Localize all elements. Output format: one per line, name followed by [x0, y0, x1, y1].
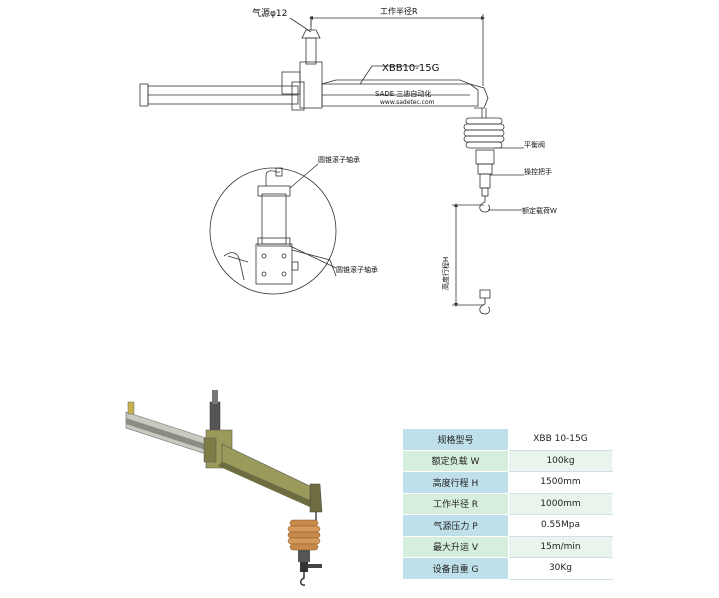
spec-key: 额定负载 W: [402, 449, 509, 472]
bearing-detail-view: [209, 163, 337, 295]
spec-key: 规格型号: [402, 428, 509, 451]
air-source-label: 气源φ12: [252, 7, 287, 19]
spec-value: 15m/min: [508, 535, 613, 558]
spec-key: 最大升运 V: [402, 535, 509, 558]
spec-value: 1500mm: [508, 471, 613, 494]
rated-load-label: 额定载荷W: [522, 206, 557, 215]
bearing-lower-label: 圆锥滚子轴承: [336, 265, 378, 274]
spec-value: 0.55Mpa: [508, 514, 613, 537]
working-radius-label: 工作半径R: [380, 6, 418, 16]
balance-valve-label: 平衡阀: [524, 140, 545, 149]
spec-key: 气源压力 P: [402, 514, 509, 537]
spec-key: 工作半径 R: [402, 492, 509, 515]
model-label: XBB10-15G: [382, 63, 439, 74]
balancer-3d-render: [125, 390, 323, 586]
balancer-line-drawing: [139, 14, 524, 315]
brand-line-1: SADE 三迪自动化: [375, 89, 431, 98]
handle-label: 操控把手: [524, 167, 552, 176]
brand-line-2: www.sadetec.com: [380, 99, 435, 106]
spec-value: XBB 10-15G: [508, 428, 613, 451]
bearing-upper-label: 圆锥滚子轴承: [318, 155, 360, 164]
spec-value: 1000mm: [508, 492, 613, 515]
spec-value: 100kg: [508, 449, 613, 472]
spec-key: 设备自重 G: [402, 557, 509, 580]
spec-key: 高度行程 H: [402, 471, 509, 494]
spec-value: 30Kg: [508, 557, 613, 580]
height-travel-label: 高度行程H: [441, 257, 450, 290]
